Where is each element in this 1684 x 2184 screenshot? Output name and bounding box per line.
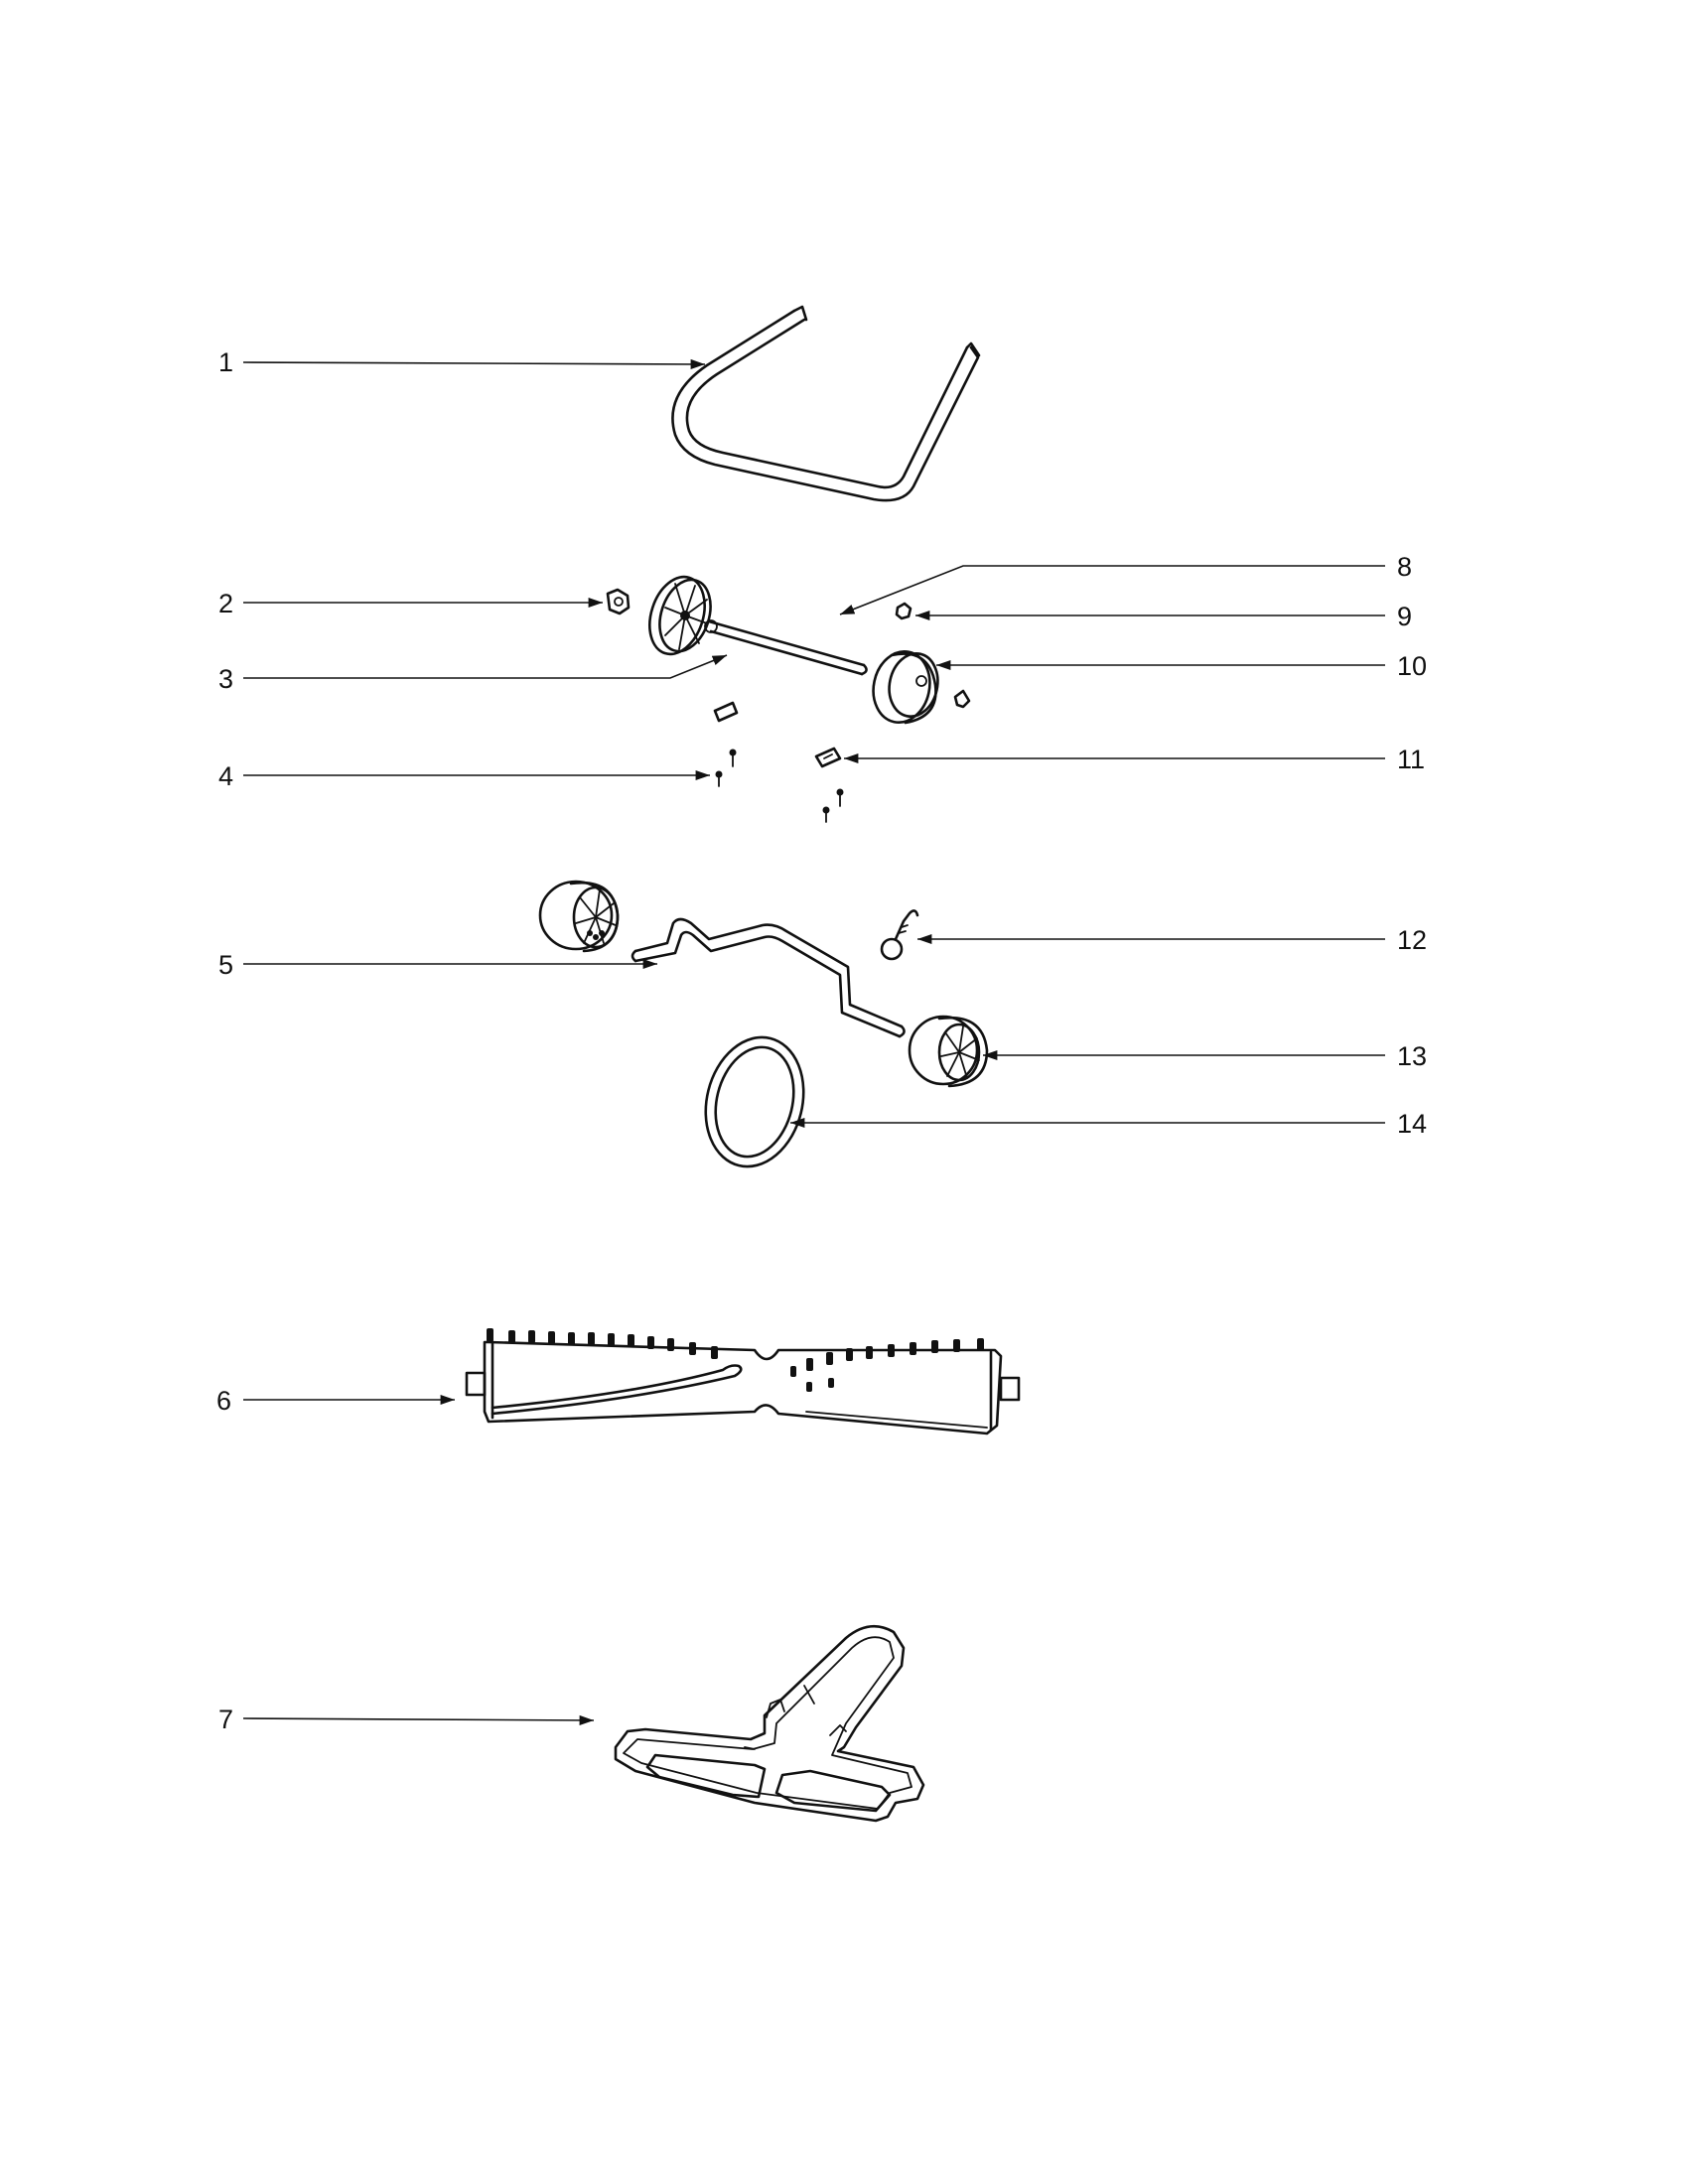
callout-label-3: 3 xyxy=(218,664,233,694)
callout-14: 14 xyxy=(790,1109,1427,1139)
part-4-screws xyxy=(715,749,844,823)
part-5-rear-axle xyxy=(538,880,906,1038)
callout-label-10: 10 xyxy=(1397,651,1427,681)
callout-12: 12 xyxy=(917,925,1427,955)
part-13-wheel xyxy=(908,1015,989,1088)
callout-label-11: 11 xyxy=(1397,745,1425,774)
leader-line-7 xyxy=(242,1714,595,1725)
callout-label-8: 8 xyxy=(1397,552,1412,582)
part-14-drive-belt xyxy=(704,1035,805,1168)
callout-2: 2 xyxy=(218,589,603,618)
callout-label-9: 9 xyxy=(1397,602,1412,631)
part-2-hub-cap xyxy=(606,588,631,615)
callout-label-2: 2 xyxy=(218,589,233,618)
callout-label-14: 14 xyxy=(1397,1109,1427,1139)
callout-13: 13 xyxy=(983,1041,1427,1071)
leader-line-3 xyxy=(243,654,728,679)
callout-label-4: 4 xyxy=(218,761,233,791)
callout-7: 7 xyxy=(218,1705,595,1734)
callout-8: 8 xyxy=(839,552,1412,615)
callout-11: 11 xyxy=(844,745,1425,774)
callout-label-1: 1 xyxy=(218,347,233,377)
callout-6: 6 xyxy=(216,1386,455,1416)
part-6-brushroll xyxy=(465,1328,1021,1435)
callout-label-13: 13 xyxy=(1397,1041,1427,1071)
callout-label-7: 7 xyxy=(218,1705,233,1734)
part-9-nut xyxy=(895,602,912,620)
part-7-bottom-plate xyxy=(614,1624,925,1823)
part-10-wheel xyxy=(872,650,971,725)
callout-3: 3 xyxy=(218,654,728,694)
part-12-spring-pin xyxy=(880,909,919,961)
leader-line-1 xyxy=(242,358,706,369)
callout-label-6: 6 xyxy=(216,1386,231,1416)
leader-line-8 xyxy=(839,565,1385,615)
part-11-axle-clip xyxy=(713,701,842,768)
part-3-front-axle xyxy=(648,575,868,676)
callout-4: 4 xyxy=(218,761,710,791)
callout-label-12: 12 xyxy=(1397,925,1427,955)
callout-5: 5 xyxy=(218,950,657,980)
callout-10: 10 xyxy=(936,651,1427,681)
callout-9: 9 xyxy=(915,602,1412,631)
part-1-bumper-bail xyxy=(671,305,981,502)
callout-label-5: 5 xyxy=(218,950,233,980)
callout-1: 1 xyxy=(218,347,706,377)
